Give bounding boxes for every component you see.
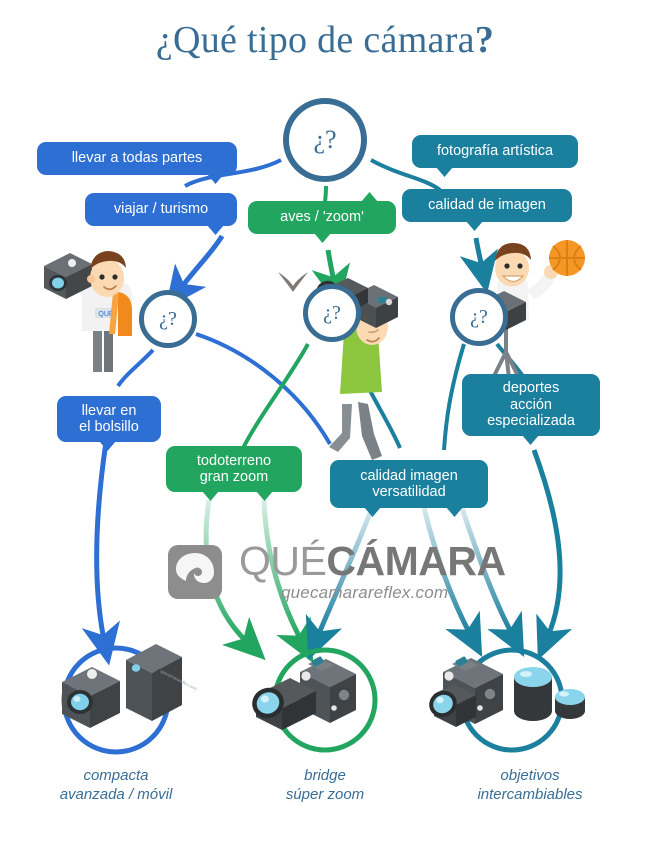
bubble-viajar-turismo-label: viajar / turismo — [113, 201, 209, 218]
result-illustration-compacta: quecamarareflex.com — [61, 644, 198, 755]
arrow-to-dslr-node — [459, 237, 498, 294]
arrow-teal-to-bridge — [305, 507, 375, 661]
arrow-to-bridge-node — [311, 249, 350, 308]
arrow-teal-to-objetivos-mid — [459, 507, 525, 657]
bubble-llevar-en-el-bolsillo-label: llevar en el bolsillo — [79, 402, 139, 436]
compact-camera-icon — [62, 667, 120, 728]
decision-node-bridge[interactable]: ¿? — [303, 284, 361, 342]
decision-node-root[interactable]: ¿? — [283, 98, 367, 182]
bubble-calidad-imagen-versatilidad[interactable]: calidad imagen versatilidad — [330, 460, 488, 517]
arrow-teal-to-objetivos-left — [421, 507, 483, 657]
held-compact-camera — [44, 253, 92, 299]
bubble-calidad-de-imagen-label: calidad de imagen — [428, 197, 546, 214]
bubble-fotografia-artistica[interactable]: fotografía artística — [412, 135, 578, 177]
decision-node-root-label: ¿? — [313, 125, 337, 154]
watermark-logo: QUÉCÁMARA quecamarareflex.com — [163, 536, 506, 608]
bubble-aves-zoom[interactable]: aves / 'zoom' — [248, 192, 396, 243]
character-compact-photographer: QUÉ — [44, 251, 132, 372]
bubble-deportes-accion-especializada-label: deportes acción especializada — [487, 380, 575, 430]
decision-node-compact[interactable]: ¿? — [139, 290, 197, 348]
spare-lens-short-icon — [555, 689, 585, 719]
decision-node-dslr-label: ¿? — [470, 305, 488, 328]
svg-text:QUÉ: QUÉ — [98, 309, 114, 318]
spare-lens-tall-icon — [514, 667, 552, 721]
bird-silhouette-icon — [278, 272, 308, 292]
compact-node-connectors — [116, 332, 332, 446]
arrow-to-result-compacta — [81, 441, 120, 666]
watermark-logo-word-light: QUÉ — [239, 538, 327, 584]
bubble-llevar-en-el-bolsillo[interactable]: llevar en el bolsillo — [57, 396, 161, 451]
bubble-todoterreno-gran-zoom[interactable]: todoterreno gran zoom — [166, 446, 302, 501]
decision-node-compact-label: ¿? — [159, 307, 177, 330]
arrow-to-compact-node — [165, 234, 225, 309]
bubble-calidad-de-imagen[interactable]: calidad de imagen — [402, 189, 572, 231]
basketball-icon — [549, 240, 585, 276]
bubble-deportes-accion-especializada[interactable]: deportes acción especializada — [462, 374, 600, 445]
result-label-objetivos: objetivos intercambiables — [477, 767, 583, 803]
decision-node-dslr[interactable]: ¿? — [450, 288, 508, 346]
bubble-calidad-imagen-versatilidad-label: calidad imagen versatilidad — [360, 467, 458, 501]
watermark-logo-text: QUÉCÁMARA — [239, 538, 506, 585]
result-illustration-bridge — [252, 647, 378, 753]
arrow-green-to-bridge-right — [261, 499, 314, 663]
page-title-question-mark: ? — [474, 19, 495, 61]
bubble-aves-zoom-label: aves / 'zoom' — [280, 209, 364, 226]
aperture-icon — [168, 545, 222, 599]
decision-node-bridge-label: ¿? — [323, 301, 341, 324]
bridge-camera-icon — [252, 656, 356, 730]
bubble-llevar-a-todas-partes[interactable]: llevar a todas partes — [37, 142, 237, 184]
result-label-bridge: bridge súper zoom — [285, 767, 365, 803]
bubble-todoterreno-gran-zoom-label: todoterreno gran zoom — [196, 452, 272, 486]
bubble-llevar-a-todas-partes-label: llevar a todas partes — [71, 150, 203, 167]
smartphone-icon: quecamarareflex.com — [126, 644, 198, 721]
arrow-teal-to-objetivos-right — [531, 449, 573, 660]
page-title: ¿Qué tipo de cámara? — [0, 18, 650, 62]
bubble-viajar-turismo[interactable]: viajar / turismo — [85, 193, 237, 235]
bubble-fotografia-artistica-label: fotografía artística — [436, 143, 554, 160]
watermark-logo-word-bold: CÁMARA — [326, 538, 506, 584]
result-label-compacta: compacta avanzada / móvil — [59, 767, 173, 803]
result-illustration-objetivos — [429, 647, 585, 753]
dslr-camera-icon — [429, 656, 503, 727]
watermark-logo-url: quecamarareflex.com — [281, 583, 449, 602]
page-title-text: ¿Qué tipo de cámara — [155, 19, 475, 61]
